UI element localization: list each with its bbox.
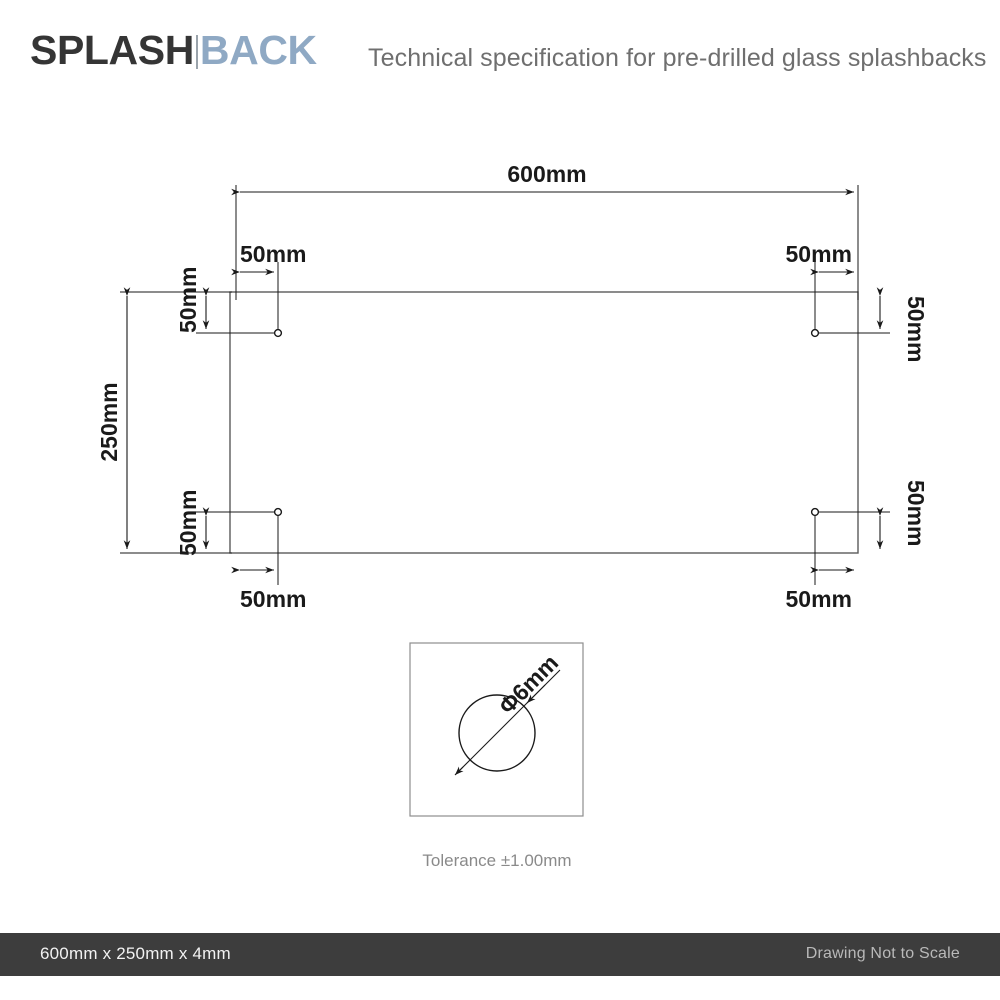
logo-divider bbox=[195, 35, 198, 69]
dimension-bottom-left-x: 50mm bbox=[231, 515, 306, 612]
hole-bottom-left bbox=[273, 507, 283, 517]
hole-detail-box: Φ6mm bbox=[409, 642, 584, 817]
logo-primary-text: SPLASH bbox=[30, 27, 194, 73]
hole-top-right bbox=[810, 328, 820, 338]
hole-diameter-label: Φ6mm bbox=[493, 649, 563, 719]
dimension-label-top-left-y: 50mm bbox=[175, 267, 201, 333]
logo-secondary-text: BACK bbox=[199, 27, 317, 73]
page-footer: 600mm x 250mm x 4mm Drawing Not to Scale bbox=[0, 933, 1000, 976]
dimension-top-right-y: 50mm bbox=[818, 287, 929, 362]
dimension-top-right-x: 50mm bbox=[786, 241, 854, 330]
dimension-label-top-right-y: 50mm bbox=[903, 296, 929, 362]
hole-top-left bbox=[273, 328, 283, 338]
dimension-label-bottom-right-x: 50mm bbox=[786, 586, 852, 612]
dimension-overall-height: 250mm bbox=[96, 287, 232, 554]
dimension-top-left-y: 50mm bbox=[175, 267, 275, 334]
dimension-label-width: 600mm bbox=[507, 161, 586, 187]
hole-detail-circle bbox=[458, 694, 536, 772]
tolerance-note: Tolerance ±1.00mm bbox=[422, 851, 571, 870]
dimension-overall-width: 600mm bbox=[231, 161, 859, 300]
dimension-label-top-left-x: 50mm bbox=[240, 241, 306, 267]
hole-bottom-right bbox=[810, 507, 820, 517]
dimension-label-bottom-right-y: 50mm bbox=[903, 480, 929, 546]
dimension-label-height: 250mm bbox=[96, 382, 122, 461]
dimension-bottom-right-x: 50mm bbox=[786, 515, 854, 612]
dimension-bottom-right-y: 50mm bbox=[818, 480, 929, 549]
dimension-label-bottom-left-x: 50mm bbox=[240, 586, 306, 612]
dimension-bottom-left-y: 50mm bbox=[175, 490, 275, 556]
glass-panel-outline bbox=[229, 291, 859, 554]
footer-scale-note: Drawing Not to Scale bbox=[805, 945, 960, 962]
dimension-label-bottom-left-y: 50mm bbox=[175, 490, 201, 556]
page-tagline: Technical specification for pre-drilled … bbox=[368, 44, 987, 72]
footer-dimensions: 600mm x 250mm x 4mm bbox=[40, 944, 231, 963]
dimension-label-top-right-x: 50mm bbox=[786, 241, 852, 267]
dimension-top-left-x: 50mm bbox=[231, 241, 306, 330]
